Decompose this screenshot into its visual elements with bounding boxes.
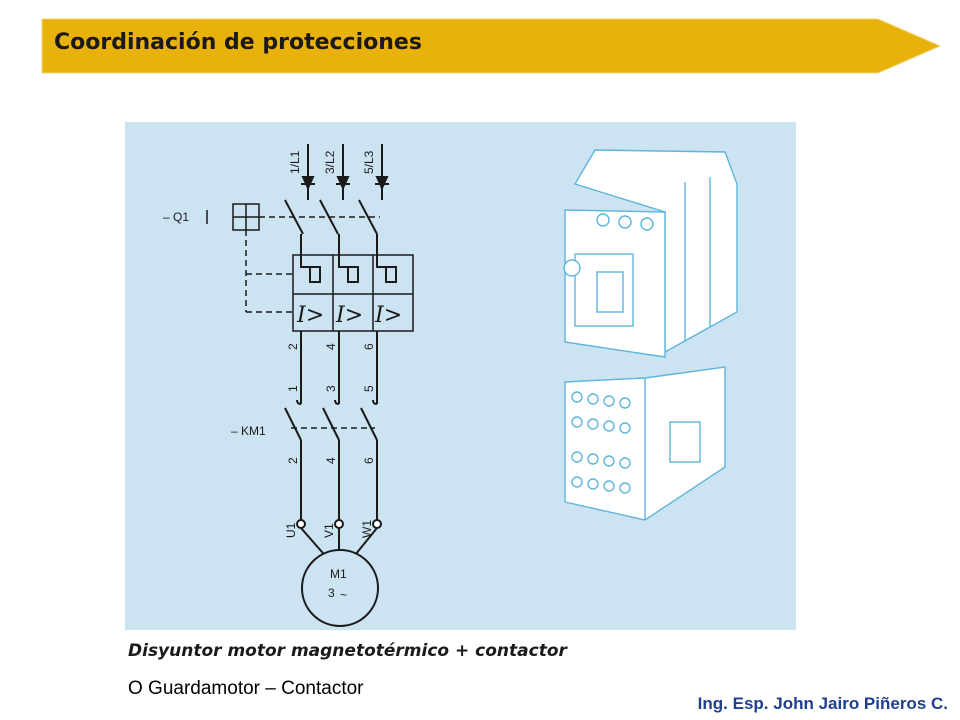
motor-terminal-u1: U1 [284, 522, 298, 538]
contactor-terminal-5: 5 [362, 385, 376, 392]
motor-phases: 3 [328, 586, 335, 600]
breaker-label: – Q1 [163, 210, 189, 224]
device-illustration [563, 149, 738, 521]
trip-symbol-1: I> [296, 303, 324, 328]
trip-symbol-3: I> [374, 303, 402, 328]
contactor-terminal-4: 4 [324, 457, 338, 464]
contactor-terminal-2: 2 [286, 457, 300, 464]
phase-label-1: 1/L1 [288, 150, 302, 174]
trip-symbol-2: I> [335, 303, 363, 328]
contactor-label: – KM1 [231, 424, 266, 438]
phase-label-3: 5/L3 [362, 150, 376, 174]
phase-label-2: 3/L2 [323, 150, 337, 174]
contactor-terminal-3: 3 [324, 385, 338, 392]
motor-terminal-v1: V1 [322, 523, 336, 538]
figure-caption: Disyuntor motor magnetotérmico + contact… [128, 641, 567, 661]
schematic-figure: I> I> I> 1/L1 3/L2 5/L3 – Q1 – KM1 2 4 6… [163, 144, 738, 627]
author-credit: Ing. Esp. John Jairo Piñeros C. [697, 694, 948, 713]
motor-terminal-w1: W1 [360, 520, 374, 538]
slide-subtitle: O Guardamotor – Contactor [128, 678, 364, 699]
motor-name: M1 [330, 567, 347, 581]
contactor-terminal-1: 1 [286, 385, 300, 392]
title-banner [41, 18, 942, 74]
page-title: Coordinación de protecciones [54, 30, 422, 55]
figure-panel: I> I> I> 1/L1 3/L2 5/L3 – Q1 – KM1 2 4 6… [125, 122, 796, 630]
breaker-terminal-4: 4 [324, 343, 338, 350]
breaker-terminal-2: 2 [286, 343, 300, 350]
contactor-terminal-6: 6 [362, 457, 376, 464]
motor-ac-symbol: ~ [340, 588, 347, 602]
breaker-terminal-6: 6 [362, 343, 376, 350]
